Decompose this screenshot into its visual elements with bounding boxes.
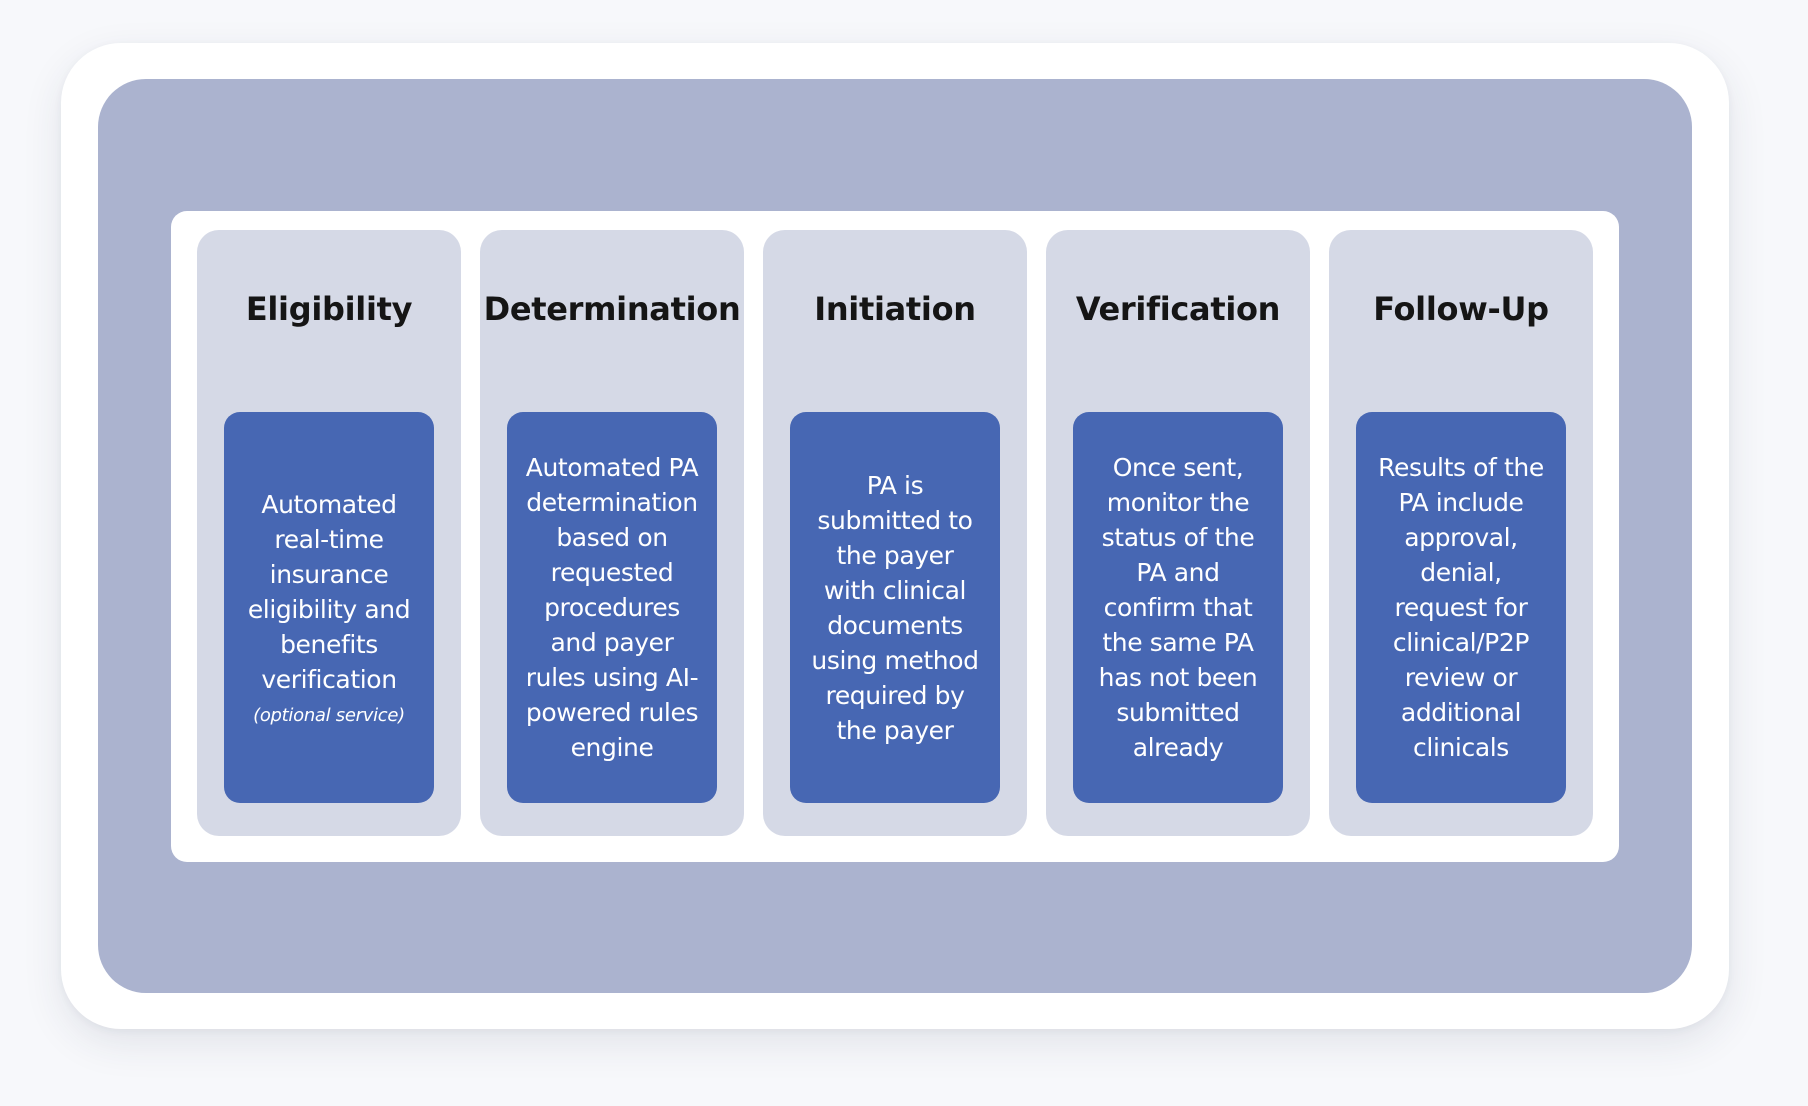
step-description-box: Once sent, monitor the status of the PA … bbox=[1073, 412, 1283, 803]
prior-authorization-workflow-diagram: Eligibility Automated real-time insuranc… bbox=[171, 211, 1619, 862]
step-title: Verification bbox=[1075, 290, 1281, 328]
step-title: Determination bbox=[483, 290, 741, 328]
step-title: Eligibility bbox=[245, 290, 413, 328]
step-eligibility: Eligibility Automated real-time insuranc… bbox=[197, 230, 461, 836]
step-title: Initiation bbox=[814, 290, 976, 328]
step-note: (optional service) bbox=[253, 704, 405, 726]
step-title: Follow-Up bbox=[1373, 290, 1549, 328]
step-description: PA is submitted to the payer with clinic… bbox=[811, 470, 979, 745]
step-description-box: Results of the PA include approval, deni… bbox=[1356, 412, 1566, 803]
step-description-box: PA is submitted to the payer with clinic… bbox=[790, 412, 1000, 803]
step-follow-up: Follow-Up Results of the PA include appr… bbox=[1329, 230, 1593, 836]
step-determination: Determination Automated PA determination… bbox=[480, 230, 744, 836]
step-description: Automated PA determination based on requ… bbox=[525, 453, 699, 762]
step-description: Once sent, monitor the status of the PA … bbox=[1098, 453, 1258, 762]
step-initiation: Initiation PA is submitted to the payer … bbox=[763, 230, 1027, 836]
step-description-box: Automated real-time insurance eligibilit… bbox=[224, 412, 434, 803]
step-description: Automated real-time insurance eligibilit… bbox=[247, 489, 411, 694]
step-description: Results of the PA include approval, deni… bbox=[1378, 453, 1544, 762]
step-description-box: Automated PA determination based on requ… bbox=[507, 412, 717, 803]
step-verification: Verification Once sent, monitor the stat… bbox=[1046, 230, 1310, 836]
